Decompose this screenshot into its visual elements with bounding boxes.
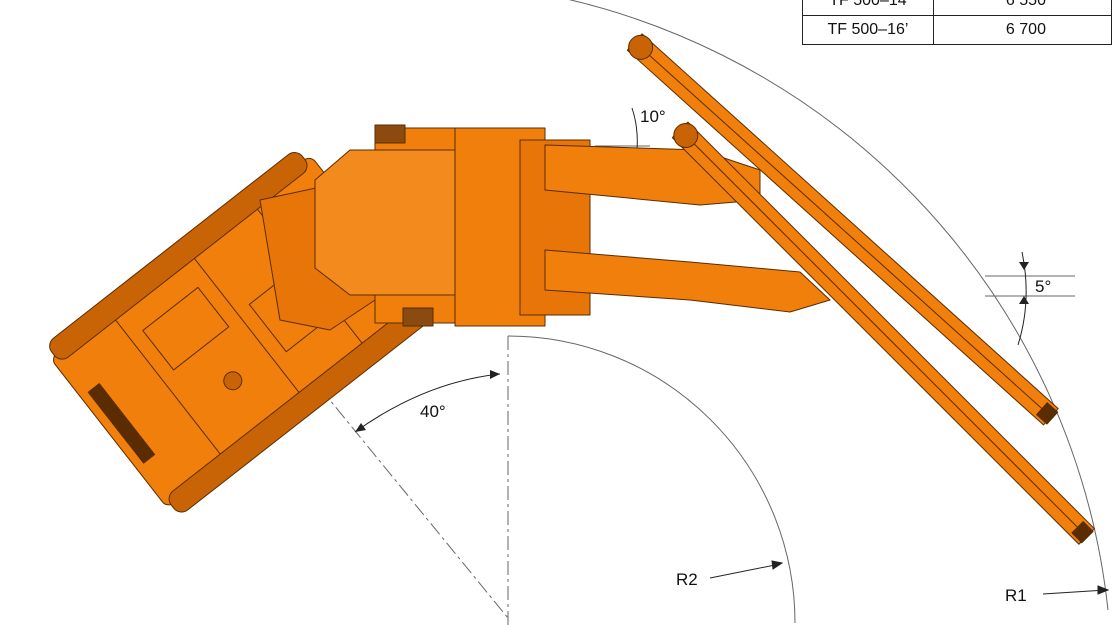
r2-leader (709, 563, 781, 579)
table-row: TF 500–16’ 6 700 (802, 15, 1112, 45)
spec-value: 6 550 (932, 0, 1112, 16)
swing-angle-line (319, 387, 509, 619)
spec-value: 6 700 (932, 15, 1112, 45)
drill-rig (49, 33, 1095, 545)
radius-leaders (709, 560, 1110, 595)
inner-radius-arc-r2 (507, 335, 796, 624)
drill-feed-lower (671, 121, 1095, 545)
boom-upper-angle-label: 10° (640, 107, 666, 126)
tank-cap-icon (223, 371, 243, 391)
drill-feed-upper (626, 33, 1059, 426)
crawler-track-top (49, 151, 308, 360)
radius-r1-label: R1 (1005, 586, 1027, 605)
swing-angle-arc (354, 373, 501, 433)
r1-leader (1042, 589, 1107, 595)
outer-radius-arc-r1 (568, 0, 1109, 611)
spec-model: TF 500–16’ (802, 15, 934, 45)
spec-model: TF 500–14 (802, 0, 934, 16)
spec-table: TF 500–14 6 550 TF 500–16’ 6 700 (802, 0, 1112, 45)
track-pad-top (374, 124, 406, 144)
lower-boom-arm (544, 249, 831, 313)
radius-r2-label: R2 (676, 570, 698, 589)
boom-lower-angle-label: 5° (1035, 277, 1051, 296)
rear-grille (87, 383, 156, 464)
reference-geometry (319, 0, 1109, 625)
swing-angle-label: 40° (420, 402, 446, 421)
track-pad-bottom (402, 307, 434, 327)
table-row: TF 500–14 6 550 (802, 0, 1112, 16)
